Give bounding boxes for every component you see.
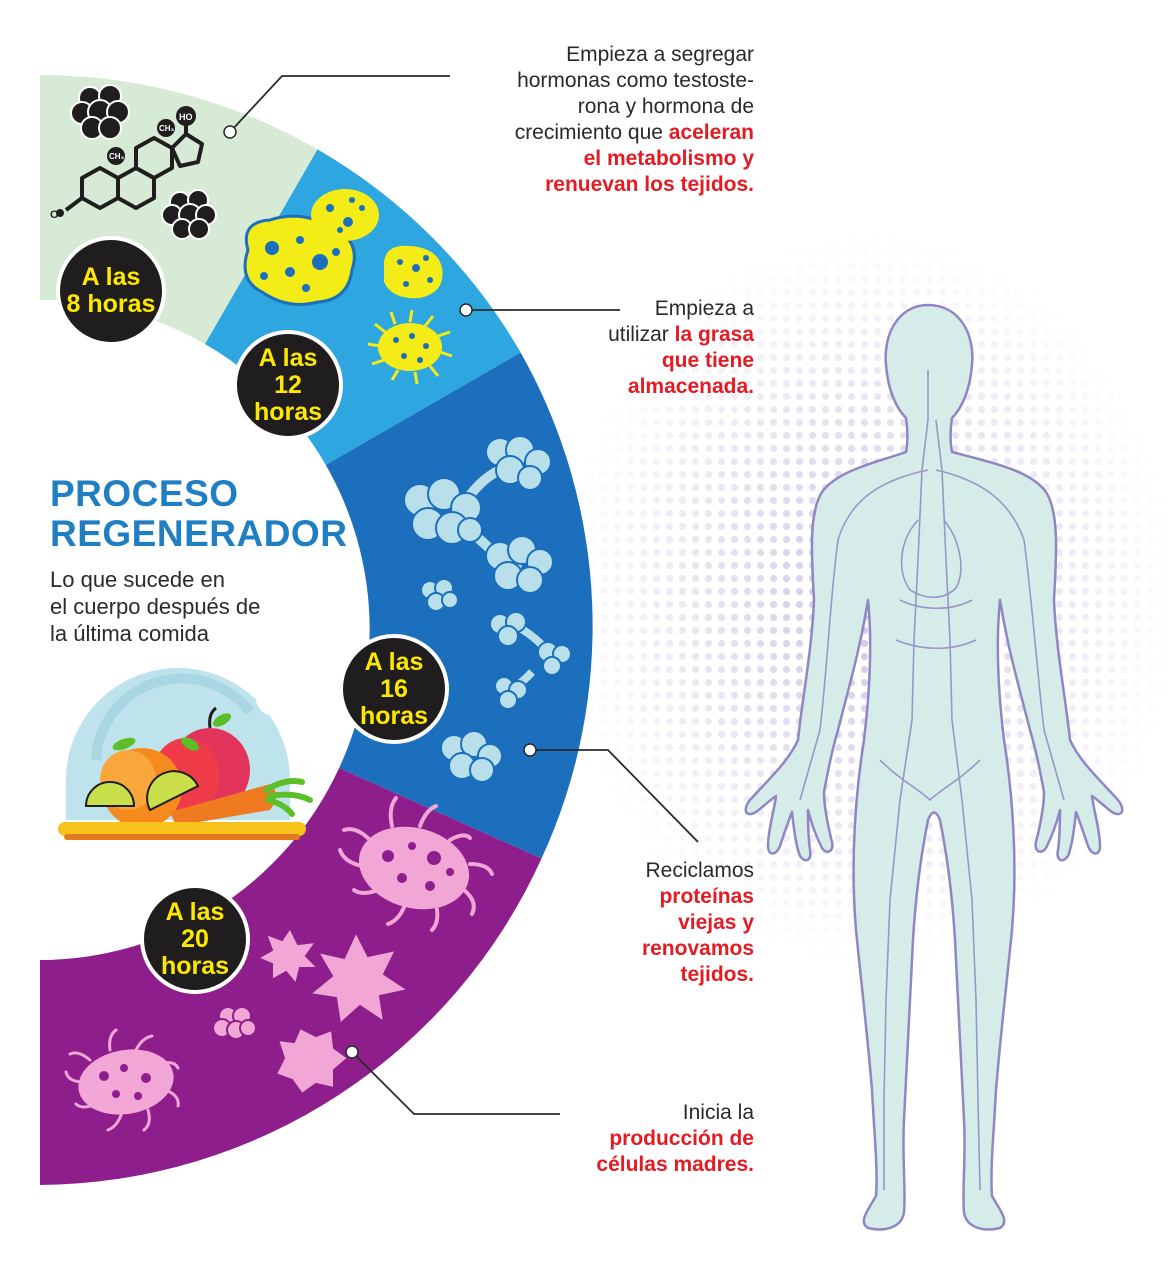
ch3-circle-icon: [157, 119, 175, 137]
badge-label: A las: [364, 647, 424, 676]
subtitle-line: la última comida: [50, 621, 209, 646]
molecule-label-ch3-top: CH₃: [159, 124, 175, 133]
badge-label: A las: [165, 897, 225, 926]
badge-value: 8 horas: [66, 290, 156, 318]
fat-cell-icon: [384, 245, 443, 299]
dark-cluster-icon: [70, 84, 130, 140]
note-highlight: renuevan los tejidos.: [545, 173, 754, 196]
note-highlight: aceleran: [668, 121, 754, 144]
note-highlight: renovamos: [641, 937, 754, 960]
leader-line-16-hours: [530, 749, 699, 843]
bacteria-icon: [378, 323, 442, 371]
note-line: rona y hormona de: [577, 95, 754, 118]
note-highlight: que tiene: [661, 349, 754, 372]
molecule-label-ch3-mid: CH₃: [109, 152, 125, 161]
protein-cluster-icon: [403, 435, 572, 783]
page-subtitle: Lo que sucede en el cuerpo después de la…: [50, 566, 260, 647]
note-highlight: células madres.: [596, 1153, 754, 1176]
note-20-hours: Inicia la producción de células madres.: [540, 1100, 754, 1178]
note-line: Empieza a segregar: [566, 43, 754, 66]
note-highlight: tejidos.: [680, 963, 754, 986]
note-text: utilizar: [608, 323, 675, 346]
note-16-hours: Reciclamos proteínas viejas y renovamos …: [560, 858, 754, 988]
flower-cell-icon: [212, 926, 411, 1096]
body-veins-illustration: [799, 370, 1065, 1191]
fruit-bowl-illustration: [58, 668, 313, 840]
note-line: crecimiento que aceleran: [440, 120, 754, 146]
leader-dot-icon: [459, 303, 473, 317]
bacteria-icon: [367, 309, 453, 385]
ch3-circle-icon: [107, 147, 125, 165]
note-8-hours: Empieza a segregar hormonas como testost…: [440, 42, 754, 198]
note-highlight: almacenada.: [627, 375, 754, 398]
ho-circle-icon: [176, 106, 196, 126]
oxygen-atom-icon: [56, 209, 64, 217]
bacteria-icon: [64, 1028, 180, 1132]
note-highlight: producción de: [609, 1127, 754, 1150]
subtitle-line: Lo que sucede en: [50, 567, 225, 592]
molecule-label-o: O: [50, 209, 59, 221]
leader-line-8-hours: [229, 75, 450, 133]
note-highlight: viejas y: [678, 911, 754, 934]
bacteria-icon: [338, 796, 494, 932]
leader-line-20-hours: [351, 1051, 560, 1115]
note-line: Empieza a: [654, 297, 754, 320]
note-line: Inicia la: [682, 1101, 754, 1124]
bacteria-icon: [358, 826, 470, 910]
dark-cluster-icon: [161, 189, 217, 240]
bacteria-icon: [78, 1049, 174, 1115]
molecule-label-ho: HO: [179, 112, 193, 122]
leader-dot-icon: [523, 743, 537, 757]
fat-cell-icon: [311, 189, 379, 241]
note-line: Reciclamos: [645, 859, 754, 882]
leader-dot-icon: [345, 1045, 359, 1059]
subtitle-line: el cuerpo después de: [50, 594, 261, 619]
title-line: REGENERADOR: [50, 513, 348, 554]
note-highlight: la grasa: [674, 323, 754, 346]
badge-value: 16 horas: [359, 674, 429, 730]
page-title: PROCESO REGENERADOR: [50, 474, 347, 554]
badge-label: A las: [81, 263, 141, 291]
title-line: PROCESO: [50, 473, 239, 514]
note-text: crecimiento que: [514, 121, 669, 144]
note-12-hours: Empieza a utilizar la grasa que tiene al…: [540, 296, 754, 400]
badge-value: 12 horas: [253, 370, 323, 426]
note-line: utilizar la grasa: [540, 322, 754, 348]
note-line: hormonas como testoste-: [517, 69, 754, 92]
fat-cell-icon: [243, 214, 356, 306]
badge-label: A las: [258, 343, 318, 372]
note-highlight: proteínas: [659, 885, 754, 908]
badge-value: 20 horas: [160, 924, 230, 980]
leader-dot-icon: [223, 125, 237, 139]
note-highlight: el metabolismo y: [583, 147, 754, 170]
